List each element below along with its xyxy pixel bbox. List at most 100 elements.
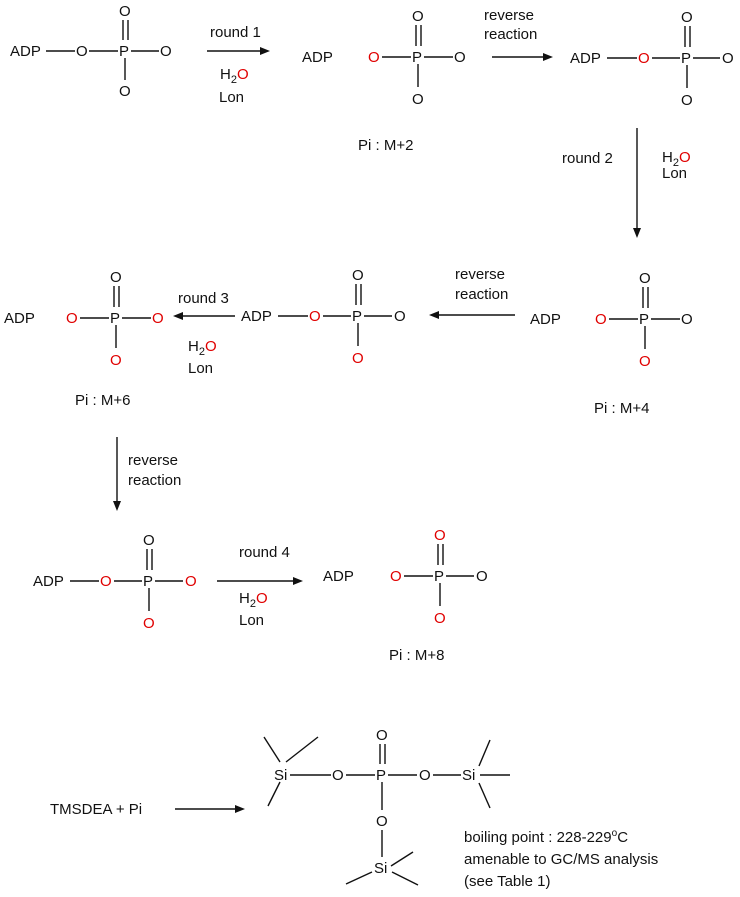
phosphorus-atom: P (376, 767, 386, 784)
arrow-round-3: round 3 H2O Lon (173, 290, 235, 377)
reaction-label: reaction (455, 286, 508, 303)
pi-m6-product: ADP O P O O O Pi : M+6 (4, 269, 164, 409)
oxygen-atom: O (419, 767, 431, 784)
adp-label: ADP (241, 308, 272, 325)
arrow-round-2: round 2 H2O Lon (562, 128, 691, 238)
labeled-oxygen-atom: O (368, 49, 380, 66)
oxygen-atom: O (681, 9, 693, 26)
round-1-label: round 1 (210, 24, 261, 41)
oxygen-atom: O (76, 43, 88, 60)
reaction-label: reaction (484, 26, 537, 43)
round-4-label: round 4 (239, 544, 290, 561)
tmsdea-label: TMSDEA + Pi (50, 801, 142, 818)
water-h: H2O (239, 590, 268, 610)
silicon-atom: Si (374, 860, 387, 877)
labeled-oxygen-atom: O (143, 615, 155, 632)
labeled-oxygen-atom: O (638, 50, 650, 67)
oxygen-atom: O (332, 767, 344, 784)
oxygen-atom: O (119, 83, 131, 100)
oxygen-atom: O (639, 270, 651, 287)
reverse-label: reverse (484, 7, 534, 24)
pi-m2-label: Pi : M+2 (358, 137, 413, 154)
labeled-oxygen-atom: O (185, 573, 197, 590)
oxygen-atom: O (143, 532, 155, 549)
oxygen-atom: O (376, 727, 388, 744)
adp-phosphate-4: ADP O P O O O (33, 532, 197, 632)
oxygen-atom: O (160, 43, 172, 60)
pi-m2-product: ADP O P O O O Pi : M+2 (302, 8, 466, 154)
water-h: H2O (662, 149, 691, 169)
labeled-oxygen-atom: O (595, 311, 607, 328)
lon-label: Lon (188, 360, 213, 377)
adp-label: ADP (530, 311, 561, 328)
oxygen-atom: O (681, 311, 693, 328)
table-reference: (see Table 1) (464, 873, 550, 890)
properties-notes: boiling point : 228-229oC amenable to GC… (464, 828, 658, 890)
pi-m8-label: Pi : M+8 (389, 647, 444, 664)
adp-label: ADP (323, 568, 354, 585)
oxygen-atom: O (722, 50, 734, 67)
phosphorus-atom: P (143, 573, 153, 590)
oxygen-atom: O (412, 91, 424, 108)
arrow-reverse-3: reverse reaction (113, 437, 181, 511)
oxygen-atom: O (119, 3, 131, 20)
lon-label: Lon (662, 165, 687, 182)
phosphorus-atom: P (434, 568, 444, 585)
gcms-note: amenable to GC/MS analysis (464, 851, 658, 868)
round-2-label: round 2 (562, 150, 613, 167)
water-h: H2O (188, 338, 217, 358)
labeled-oxygen-atom: O (152, 310, 164, 327)
adp-label: ADP (570, 50, 601, 67)
round-3-label: round 3 (178, 290, 229, 307)
lon-label: Lon (219, 89, 244, 106)
phosphorus-atom: P (639, 311, 649, 328)
oxygen-atom: O (412, 8, 424, 25)
labeled-oxygen-atom: O (110, 352, 122, 369)
tms-phosphate: Si O P O O Si O Si (263, 727, 510, 886)
pi-m8-product: ADP O P O O O Pi : M+8 (323, 527, 488, 664)
arrow-round-1: round 1 H2O Lon (207, 24, 270, 106)
arrow-reverse-2: reverse reaction (429, 266, 515, 319)
phosphorus-atom: P (110, 310, 120, 327)
pi-m4-product: ADP O P O O O Pi : M+4 (530, 270, 693, 417)
phosphorus-atom: P (119, 43, 129, 60)
labeled-oxygen-atom: O (390, 568, 402, 585)
oxygen-atom: O (394, 308, 406, 325)
oxygen-atom: O (352, 267, 364, 284)
arrow-round-4: round 4 H2O Lon (217, 544, 303, 629)
oxygen-atom: O (454, 49, 466, 66)
oxygen-atom: O (681, 92, 693, 109)
labeled-oxygen-atom: O (434, 610, 446, 627)
reverse-label: reverse (128, 452, 178, 469)
phosphorus-atom: P (412, 49, 422, 66)
arrow-reverse-1: reverse reaction (484, 7, 553, 61)
reaction-label: reaction (128, 472, 181, 489)
labeled-oxygen-atom: O (100, 573, 112, 590)
oxygen-atom: O (110, 269, 122, 286)
silicon-atom: Si (462, 767, 475, 784)
labeled-oxygen-atom: O (66, 310, 78, 327)
pi-m6-label: Pi : M+6 (75, 392, 130, 409)
adp-label: ADP (33, 573, 64, 590)
adp-phosphate-2: ADP O P O O O (570, 9, 734, 109)
adp-label: ADP (4, 310, 35, 327)
labeled-oxygen-atom: O (434, 527, 446, 544)
lon-label: Lon (239, 612, 264, 629)
phosphorus-atom: P (352, 308, 362, 325)
reverse-label: reverse (455, 266, 505, 283)
adp-phosphate-3: ADP O P O O O (241, 267, 406, 367)
labeled-oxygen-atom: O (309, 308, 321, 325)
phosphorus-atom: P (681, 50, 691, 67)
oxygen-atom: O (476, 568, 488, 585)
labeled-oxygen-atom: O (352, 350, 364, 367)
pi-m4-label: Pi : M+4 (594, 400, 649, 417)
adp-label: ADP (10, 43, 41, 60)
adp-label: ADP (302, 49, 333, 66)
labeled-oxygen-atom: O (639, 353, 651, 370)
derivatization-reaction: TMSDEA + Pi (50, 801, 245, 818)
boiling-point: boiling point : 228-229oC (464, 828, 628, 846)
silicon-atom: Si (274, 767, 287, 784)
adp-phosphate-1: ADP O P O O O (10, 3, 172, 100)
oxygen-atom: O (376, 813, 388, 830)
